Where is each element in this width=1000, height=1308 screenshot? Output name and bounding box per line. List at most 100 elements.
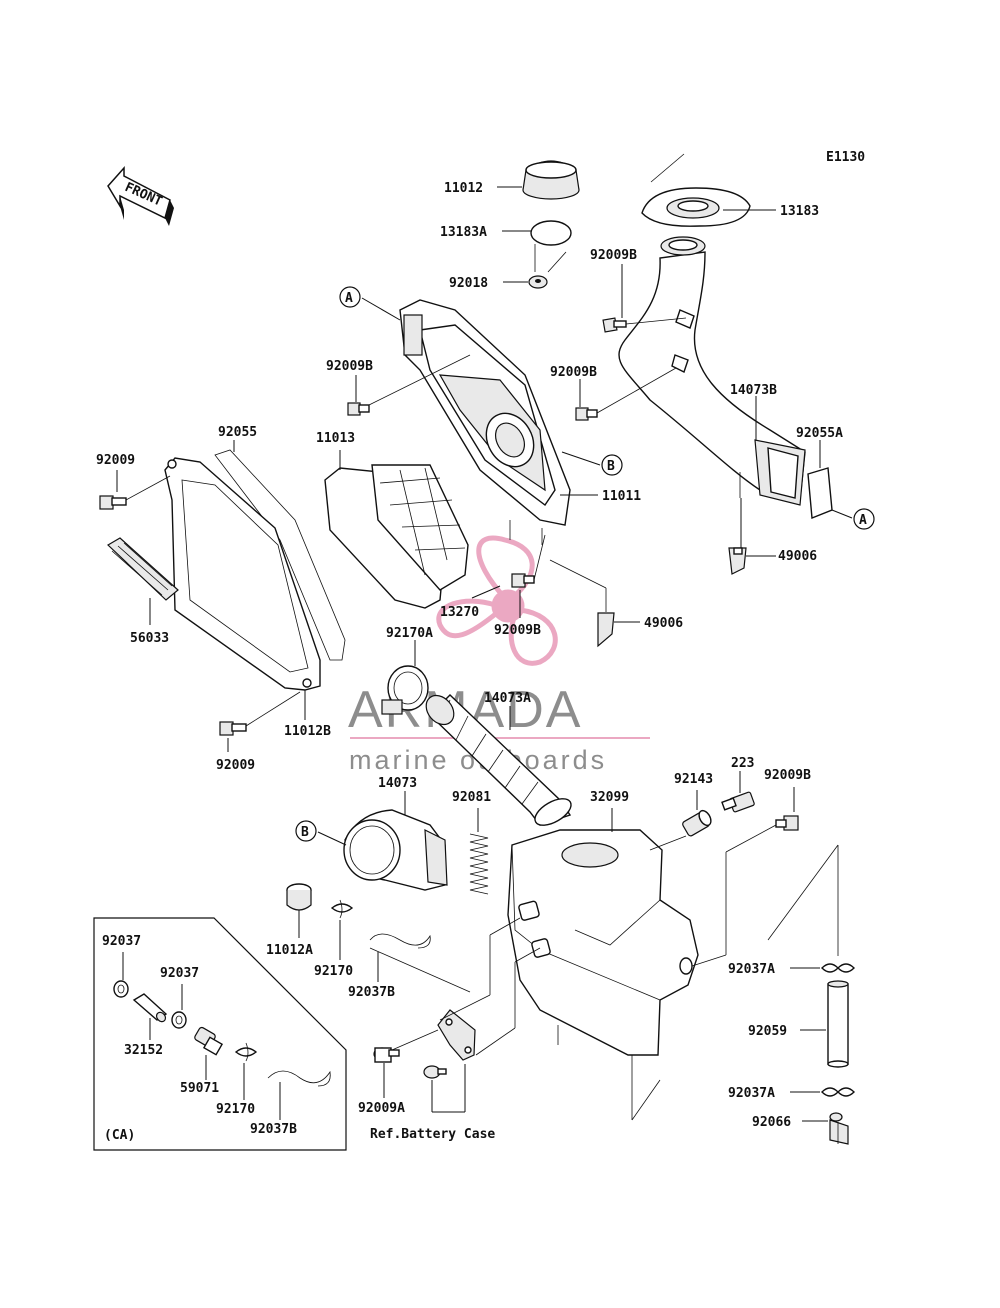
screw-battery — [423, 1065, 447, 1079]
ca-label-92170: 92170 — [216, 1102, 255, 1117]
dash-13183 — [650, 153, 685, 183]
part-labels: 11012 13183A 92018 13183 92009B 92009B 9… — [96, 181, 843, 1143]
ca-label-92037-a: 92037 — [102, 934, 141, 949]
spring-92081 — [469, 833, 489, 895]
label-92055A: 92055A — [796, 426, 843, 441]
label-92081: 92081 — [452, 790, 491, 805]
duct-14073B — [618, 236, 806, 506]
tube-92059 — [827, 980, 849, 1068]
bolt-92009A — [373, 1047, 400, 1063]
bolt-92009B-mid — [575, 407, 598, 421]
leader-13270 — [471, 585, 501, 599]
hose-14073A — [425, 694, 572, 826]
bolt-92009B-center — [511, 573, 535, 588]
ca-pipe-32152 — [132, 993, 168, 1023]
label-92009B-left: 92009B — [326, 359, 373, 374]
cap-11012 — [522, 160, 580, 200]
label-92009B-mid: 92009B — [550, 365, 597, 380]
ca-label-tag: (CA) — [104, 1128, 135, 1143]
filter-11013 — [324, 464, 469, 609]
gasket-92055 — [214, 449, 346, 661]
box-32099 — [507, 829, 699, 1056]
bolt-92009-bottom — [219, 721, 247, 736]
leader-refB-mid — [561, 451, 601, 466]
housing-11011 — [399, 299, 571, 545]
ref-circle-B-mid: B — [601, 454, 623, 476]
ca-clamp-92037-a — [113, 980, 129, 998]
grommet-11012A — [286, 883, 312, 911]
label-92170: 92170 — [314, 964, 353, 979]
label-ref-battery: Ref.Battery Case — [370, 1127, 495, 1142]
label-92143: 92143 — [674, 772, 713, 787]
clip-49006-center — [597, 612, 615, 648]
clamp-92170A — [381, 665, 429, 715]
label-92009-top: 92009 — [96, 453, 135, 468]
bolt-92009B-left — [347, 402, 370, 416]
ca-label-32152: 32152 — [124, 1043, 163, 1058]
label-11012: 11012 — [444, 181, 483, 196]
label-92037B: 92037B — [348, 985, 395, 1000]
label-92009B-top: 92009B — [590, 248, 637, 263]
diagram-code: E1130 — [826, 150, 865, 165]
label-56033 — [107, 537, 179, 601]
bolt-92009B-right — [775, 815, 799, 831]
label-11012B: 11012B — [284, 724, 331, 739]
label-32099: 32099 — [590, 790, 629, 805]
ref-B-low-label: B — [301, 825, 309, 840]
ref-B-mid-label: B — [607, 459, 615, 474]
ref-circle-A-right: A — [853, 508, 875, 530]
label-92055: 92055 — [218, 425, 257, 440]
bracket-battery — [437, 1009, 476, 1061]
label-13183: 13183 — [780, 204, 819, 219]
collar-92143 — [682, 809, 712, 837]
label-14073A: 14073A — [484, 691, 531, 706]
ca-wire-92037B — [267, 1070, 331, 1087]
label-11011: 11011 — [602, 489, 641, 504]
label-92009-bottom: 92009 — [216, 758, 255, 773]
label-92009A: 92009A — [358, 1101, 405, 1116]
label-92066: 92066 — [752, 1115, 791, 1130]
grommet-92018 — [528, 275, 548, 289]
ref-circle-B-low: B — [295, 820, 317, 842]
ref-A-right-label: A — [859, 513, 867, 528]
label-13270: 13270 — [440, 605, 479, 620]
label-49006-right: 49006 — [778, 549, 817, 564]
clip-49006-right — [728, 547, 747, 575]
leader-refB-low — [317, 831, 347, 846]
front-arrow-icon: FRONT — [107, 166, 174, 226]
label-92037A-bottom: 92037A — [728, 1086, 775, 1101]
gasket-13183A — [530, 220, 572, 246]
label-11013: 11013 — [316, 431, 355, 446]
leader-refA-top — [361, 297, 401, 321]
ca-variant-box — [93, 917, 347, 1151]
label-14073: 14073 — [378, 776, 417, 791]
ca-clamp-92037-b — [171, 1011, 187, 1029]
ref-A-top-label: A — [345, 291, 353, 306]
leader-refA-right — [831, 509, 853, 519]
bolt-223 — [721, 791, 755, 813]
ca-label-59071: 59071 — [180, 1081, 219, 1096]
elbow-14073 — [343, 809, 448, 891]
clip-92170 — [330, 899, 354, 919]
label-92170A: 92170A — [386, 626, 433, 641]
ca-label-92037-b: 92037 — [160, 966, 199, 981]
label-223: 223 — [731, 756, 754, 771]
cover-11012B — [164, 457, 321, 691]
label-92037A-top: 92037A — [728, 962, 775, 977]
label-13183A: 13183A — [440, 225, 487, 240]
bolt-92009B-top — [602, 317, 627, 333]
label-92009B-center: 92009B — [494, 623, 541, 638]
label-56033: 56033 — [130, 631, 169, 646]
ref-circle-A-top: A — [339, 286, 361, 308]
label-49006-center: 49006 — [644, 616, 683, 631]
label-92009B-right: 92009B — [764, 768, 811, 783]
plate-13183 — [641, 187, 751, 227]
label-92059: 92059 — [748, 1024, 787, 1039]
ca-label-92037B: 92037B — [250, 1122, 297, 1137]
cap-92066 — [829, 1112, 849, 1145]
ca-clip-92170 — [234, 1042, 258, 1062]
clamp-92037A-top — [821, 963, 855, 973]
label-14073B: 14073B — [730, 383, 777, 398]
clip-92037B — [369, 933, 431, 949]
